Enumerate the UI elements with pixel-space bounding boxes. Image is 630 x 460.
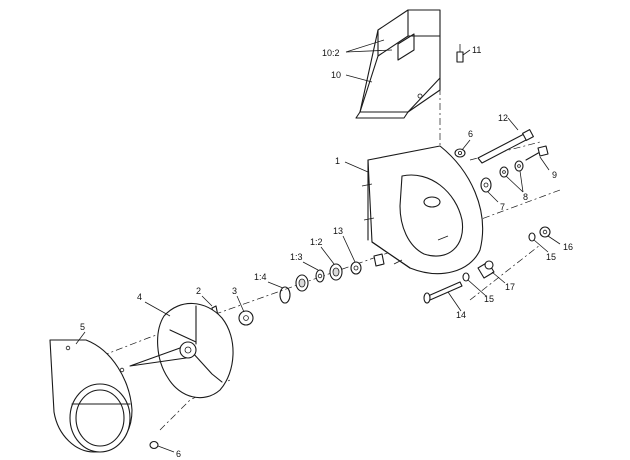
nut-bottom <box>149 440 159 450</box>
spacer-7 <box>480 177 492 193</box>
washer-15-upper <box>528 232 536 242</box>
callout-17: 17 <box>505 282 515 292</box>
callout-2: 2 <box>196 286 201 296</box>
callout-7: 7 <box>500 202 505 212</box>
callout-10-2: 10:2 <box>322 48 340 58</box>
bearing-13 <box>350 261 362 275</box>
callout-1-2: 1:2 <box>310 237 323 247</box>
callout-5: 5 <box>80 322 85 332</box>
callout-12: 12 <box>498 113 508 123</box>
callout-15-upper: 15 <box>546 252 556 262</box>
spacer-17 <box>477 260 495 279</box>
callout-15-lower: 15 <box>484 294 494 304</box>
centerlines <box>59 88 561 431</box>
hub-part <box>373 253 385 267</box>
callout-16: 16 <box>563 242 573 252</box>
washer-3 <box>238 310 254 326</box>
callout-11: 11 <box>472 45 481 55</box>
callout-8: 8 <box>523 192 528 202</box>
washer-15-lower <box>462 272 470 282</box>
callout-4: 4 <box>137 292 142 302</box>
bearing-1-3 <box>315 269 325 283</box>
bolt-14 <box>423 281 463 304</box>
callout-1-3: 1:3 <box>290 252 303 262</box>
callout-6-bottom: 6 <box>176 449 181 459</box>
blower-housing <box>361 145 484 275</box>
callout-1-4: 1:4 <box>254 272 267 282</box>
snap-ring-1-4 <box>279 286 291 304</box>
bearing-1-2 <box>329 263 343 281</box>
nut-16 <box>539 226 551 238</box>
housing-cover <box>49 339 133 453</box>
leader-lines <box>75 39 561 453</box>
chute-bolt <box>456 44 464 63</box>
callout-14: 14 <box>456 310 466 320</box>
impeller <box>129 302 234 399</box>
callout-6-top: 6 <box>468 129 473 139</box>
bearing-1-3b <box>295 274 309 292</box>
bolt-9 <box>525 145 549 161</box>
nut-top <box>454 148 466 158</box>
discharge-chute <box>355 9 441 119</box>
callout-9: 9 <box>552 170 557 180</box>
callout-10: 10 <box>331 70 341 80</box>
callout-3: 3 <box>232 286 237 296</box>
shaft <box>477 129 534 164</box>
callout-1: 1 <box>335 156 340 166</box>
callout-13: 13 <box>333 226 343 236</box>
washers-8 <box>499 160 524 178</box>
callout-labels: 10:2 11 10 6 12 1 9 8 7 13 1:2 1:3 1:4 2… <box>80 45 573 459</box>
